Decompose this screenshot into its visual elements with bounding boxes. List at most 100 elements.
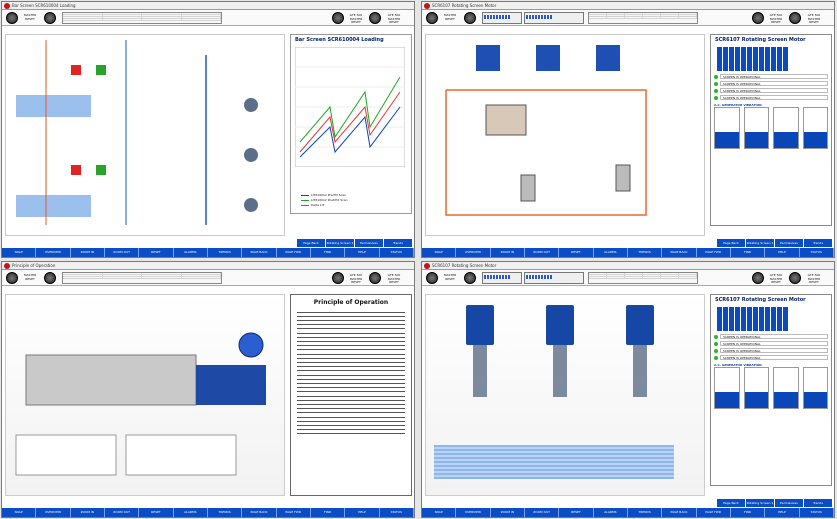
trends-button[interactable]: Trends — [384, 239, 412, 247]
reset-knob[interactable] — [464, 272, 476, 284]
paragraph — [297, 396, 405, 414]
nav-item[interactable]: ZOOM OUT — [525, 248, 560, 257]
pump-3[interactable] — [244, 198, 258, 212]
nav-item[interactable]: TRENDS — [208, 508, 243, 517]
reset-knob[interactable] — [44, 272, 56, 284]
nav-item[interactable]: FIND — [311, 508, 346, 517]
nav-item[interactable]: PAGE BACK — [662, 248, 697, 257]
master-reset-knob[interactable] — [426, 272, 438, 284]
nav-item[interactable]: SNAP — [422, 508, 457, 517]
reset-knob-2[interactable] — [332, 12, 344, 24]
engine-1[interactable] — [476, 45, 500, 71]
master-reset-knob[interactable] — [6, 272, 18, 284]
nav-item[interactable]: OVERVIEW — [456, 248, 491, 257]
nav-item[interactable]: ZOOM IN — [491, 248, 525, 257]
nav-item[interactable]: RESET — [139, 508, 174, 517]
nav-item[interactable]: ZOOM IN — [71, 248, 105, 257]
reset-knob-3[interactable] — [789, 272, 801, 284]
valve-green[interactable] — [96, 65, 106, 75]
master-reset-knob[interactable] — [426, 12, 438, 24]
nav-item[interactable]: PAGE BACK — [242, 248, 277, 257]
document-body — [291, 306, 411, 444]
nav-item[interactable]: PAGE BACK — [662, 508, 697, 517]
nav-item[interactable]: SNAP — [422, 248, 457, 257]
pump-unit-3[interactable] — [626, 305, 654, 405]
nav-item[interactable]: STATUS — [800, 508, 834, 517]
diagram-svg — [445, 45, 647, 216]
page-back-button[interactable]: Page Back — [717, 239, 745, 247]
nav-item[interactable]: TRENDS — [628, 508, 663, 517]
trends-button[interactable]: Trends — [804, 239, 832, 247]
page-back-button[interactable]: Page Back — [717, 499, 745, 507]
nav-item[interactable]: ZOOM IN — [491, 508, 525, 517]
nav-item[interactable]: RESET — [559, 248, 594, 257]
permissives-button[interactable]: Permissives — [355, 239, 383, 247]
reset-knob[interactable] — [464, 12, 476, 24]
reset-knob-3[interactable] — [369, 272, 381, 284]
nav-item[interactable]: HELP — [765, 248, 800, 257]
valve-green-2[interactable] — [96, 165, 106, 175]
rotating-screen-1-button[interactable]: Rotating Screen 1 — [746, 239, 774, 247]
nav-item[interactable]: ALARMS — [594, 248, 628, 257]
nav-item[interactable]: OVERVIEW — [456, 508, 491, 517]
rotating-screen-1-button[interactable]: Rotating Screen 1 — [746, 499, 774, 507]
permissives-button[interactable]: Permissives — [775, 239, 803, 247]
nav-item[interactable]: ZOOM IN — [71, 508, 105, 517]
status-dot — [714, 334, 718, 339]
nav-item[interactable]: ZOOM OUT — [525, 508, 560, 517]
pump-2[interactable] — [244, 148, 258, 162]
nav-item[interactable]: STATUS — [380, 508, 414, 517]
nav-item[interactable]: FIND — [731, 248, 766, 257]
nav-item[interactable]: RESET — [139, 248, 174, 257]
nav-item[interactable]: SNAP — [2, 248, 37, 257]
nav-item[interactable]: OVERVIEW — [36, 248, 71, 257]
permissives-button[interactable]: Permissives — [775, 499, 803, 507]
engine-3[interactable] — [596, 45, 620, 71]
nav-item[interactable]: STATUS — [800, 248, 834, 257]
master-reset-knob[interactable] — [6, 12, 18, 24]
gas-turbine — [25, 354, 197, 406]
pump-unit-2[interactable] — [546, 305, 574, 405]
window-header: SCR6107 Rotating Screen Motor — [422, 2, 834, 10]
reset-knob-3[interactable] — [369, 12, 381, 24]
nav-item[interactable]: OVERVIEW — [36, 508, 71, 517]
indicator-panel-2 — [524, 12, 584, 24]
generator-fan[interactable] — [238, 332, 264, 358]
reset-knob-2[interactable] — [752, 272, 764, 284]
reset-knob-2[interactable] — [752, 12, 764, 24]
nav-item[interactable]: HELP — [765, 508, 800, 517]
nav-item[interactable]: PAGE FWD — [697, 248, 731, 257]
page-back-button[interactable]: Page Back — [297, 239, 325, 247]
valve-red[interactable] — [71, 65, 81, 75]
valve-red-2[interactable] — [71, 165, 81, 175]
trends-button[interactable]: Trends — [804, 499, 832, 507]
nav-item[interactable]: SNAP — [2, 508, 37, 517]
nav-item[interactable]: TRENDS — [208, 248, 243, 257]
nav-item[interactable]: HELP — [345, 248, 380, 257]
nav-item[interactable]: ALARMS — [174, 248, 208, 257]
nav-item[interactable]: ALARMS — [594, 508, 628, 517]
rotating-screen-1-button[interactable]: Rotating Screen 1 — [326, 239, 354, 247]
vibration-title: A.C. GENERATOR VIBRATION — [714, 103, 762, 107]
pump-1[interactable] — [244, 98, 258, 112]
reset-knob-2[interactable] — [332, 272, 344, 284]
reset-knob-3[interactable] — [789, 12, 801, 24]
nav-item[interactable]: ZOOM OUT — [105, 508, 140, 517]
screen-bars — [711, 305, 831, 333]
nav-item[interactable]: PAGE FWD — [697, 508, 731, 517]
nav-item[interactable]: PAGE FWD — [277, 508, 311, 517]
tank-upper — [16, 95, 91, 117]
nav-item[interactable]: FIND — [311, 248, 346, 257]
nav-item[interactable]: ALARMS — [174, 508, 208, 517]
nav-item[interactable]: STATUS — [380, 248, 414, 257]
nav-item[interactable]: ZOOM OUT — [105, 248, 140, 257]
nav-item[interactable]: PAGE BACK — [242, 508, 277, 517]
nav-item[interactable]: PAGE FWD — [277, 248, 311, 257]
nav-item[interactable]: HELP — [345, 508, 380, 517]
nav-item[interactable]: FIND — [731, 508, 766, 517]
nav-item[interactable]: RESET — [559, 508, 594, 517]
pump-unit-1[interactable] — [466, 305, 494, 405]
engine-2[interactable] — [536, 45, 560, 71]
reset-knob[interactable] — [44, 12, 56, 24]
nav-item[interactable]: TRENDS — [628, 248, 663, 257]
